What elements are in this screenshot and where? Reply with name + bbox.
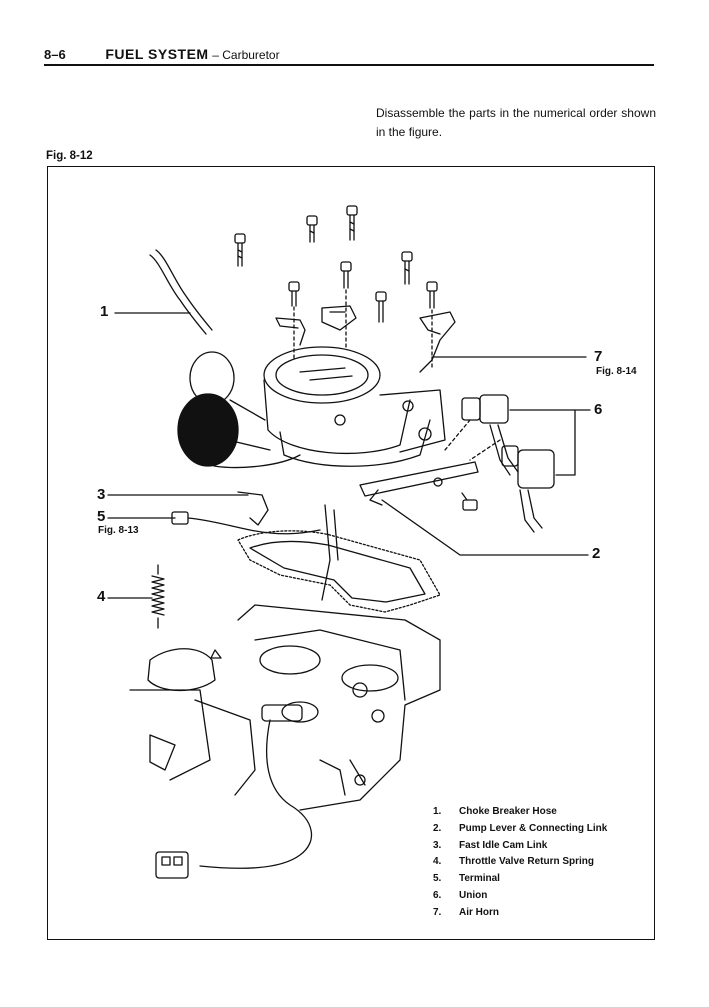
callout-5-ref: Fig. 8-13 bbox=[98, 525, 139, 536]
legend-item: 3.Fast Idle Cam Link bbox=[433, 839, 548, 851]
legend-item: 4.Throttle Valve Return Spring bbox=[433, 856, 595, 868]
wire-connector bbox=[155, 719, 313, 879]
guide-lines bbox=[293, 289, 501, 461]
callout-7: 7 bbox=[594, 348, 603, 365]
bracket-center bbox=[321, 305, 357, 331]
pump-lever bbox=[321, 461, 479, 601]
page-number: 8–6 bbox=[44, 47, 66, 62]
legend-item: 6.Union bbox=[433, 889, 488, 901]
gasket bbox=[237, 530, 441, 613]
union-parts bbox=[461, 394, 555, 533]
choke-diaphragm bbox=[177, 351, 301, 469]
instruction-text: Disassemble the parts in the numerical o… bbox=[376, 106, 656, 139]
bracket-left bbox=[275, 317, 306, 346]
callout-2: 2 bbox=[592, 545, 601, 562]
figure-label: Fig. 8-12 bbox=[46, 150, 93, 162]
section-title: FUEL SYSTEM bbox=[105, 46, 209, 62]
parts-legend: 1.Choke Breaker Hose 2.Pump Lever & Conn… bbox=[433, 806, 607, 924]
fast-idle-cam-link bbox=[237, 491, 269, 526]
air-horn bbox=[263, 346, 446, 467]
carburetor-body bbox=[129, 604, 441, 811]
callout-7-ref: Fig. 8-14 bbox=[596, 366, 637, 377]
callout-5: 5 bbox=[97, 508, 106, 525]
leader-lines bbox=[107, 312, 591, 599]
legend-item: 7.Air Horn bbox=[433, 906, 499, 918]
legend-item: 1.Choke Breaker Hose bbox=[433, 806, 557, 817]
legend-item: 2.Pump Lever & Connecting Link bbox=[433, 822, 608, 834]
page-header: 8–6 FUEL SYSTEM – Carburetor bbox=[44, 46, 654, 62]
callout-6: 6 bbox=[594, 401, 603, 418]
figure-frame bbox=[47, 166, 655, 940]
header-rule bbox=[44, 64, 654, 66]
choke-breaker-hose bbox=[149, 249, 213, 335]
return-spring bbox=[151, 564, 165, 629]
callout-3: 3 bbox=[97, 486, 106, 503]
subsection-title: – Carburetor bbox=[212, 48, 280, 62]
bolt-group bbox=[234, 205, 478, 511]
callout-4: 4 bbox=[97, 588, 106, 605]
legend-item: 5.Terminal bbox=[433, 873, 500, 885]
bracket-right bbox=[419, 311, 456, 373]
callout-1: 1 bbox=[100, 303, 109, 320]
